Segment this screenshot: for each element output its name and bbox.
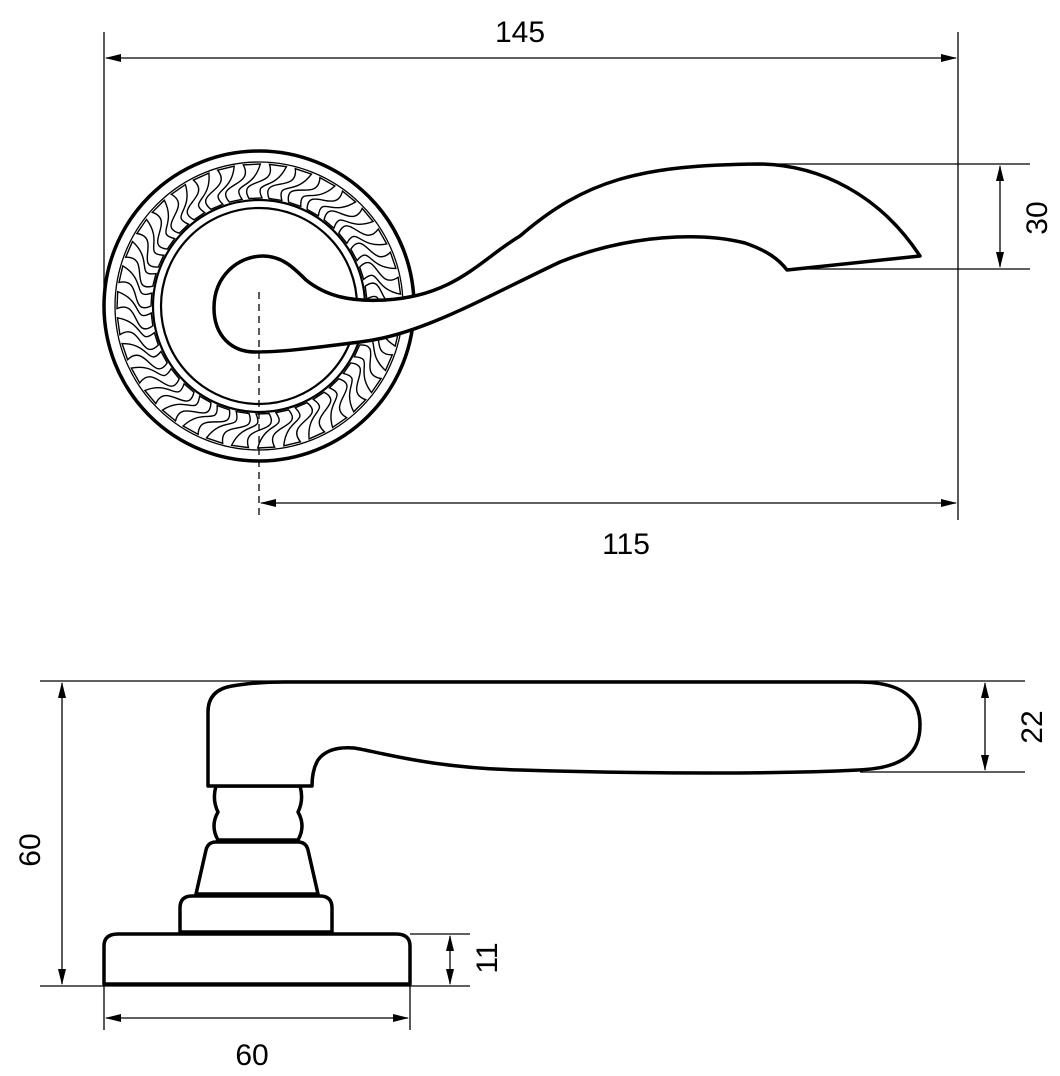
rope-strand: [205, 410, 251, 445]
rope-strand: [287, 176, 337, 208]
rope-strand: [246, 163, 288, 200]
rope-strand: [161, 395, 212, 423]
rope-strand: [283, 401, 314, 447]
rope-strand: [267, 167, 313, 202]
dim-label-60-height: 60: [14, 833, 47, 866]
rope-strand: [337, 225, 388, 246]
lever-top-outline: [212, 162, 922, 354]
rope-strand: [349, 242, 397, 270]
rope-strand: [306, 189, 357, 217]
neck-shaft: [212, 784, 304, 842]
dim-label-11: 11: [471, 942, 504, 973]
rope-strand: [130, 366, 181, 387]
rope-strand: [151, 199, 176, 250]
rose-base: [102, 932, 412, 986]
rope-strand: [308, 391, 332, 440]
rope-strand: [118, 264, 153, 309]
rope-strand: [225, 163, 262, 203]
rope-strand: [256, 409, 293, 449]
dim-label-30: 30: [1021, 201, 1054, 234]
rope-strand: [143, 382, 195, 405]
rope-strand: [342, 362, 367, 413]
dim-label-60-width: 60: [235, 1039, 268, 1072]
rope-strand: [358, 261, 402, 296]
rose-step: [178, 894, 334, 934]
rope-strand: [353, 344, 383, 394]
side-view: 60 22 11 60: [14, 680, 1049, 1072]
rope-strand: [328, 378, 349, 429]
rope-strand: [230, 412, 272, 449]
dim-label-145: 145: [495, 16, 545, 49]
rope-strand: [121, 342, 169, 370]
rope-strand: [323, 207, 375, 230]
rope-strand: [181, 404, 231, 436]
rope-strand: [124, 240, 157, 288]
rope-strand: [116, 316, 160, 351]
rope-strand: [135, 218, 165, 268]
rope-strand: [204, 165, 235, 211]
neck-cone: [194, 840, 320, 896]
lever-side-profile: [206, 680, 922, 788]
dim-label-22: 22: [1016, 710, 1049, 743]
rope-strand: [169, 183, 190, 234]
rope-strand: [116, 290, 154, 330]
top-view: 145 115 30: [102, 16, 1054, 561]
dim-label-115: 115: [602, 528, 650, 561]
rope-strand: [186, 172, 210, 221]
